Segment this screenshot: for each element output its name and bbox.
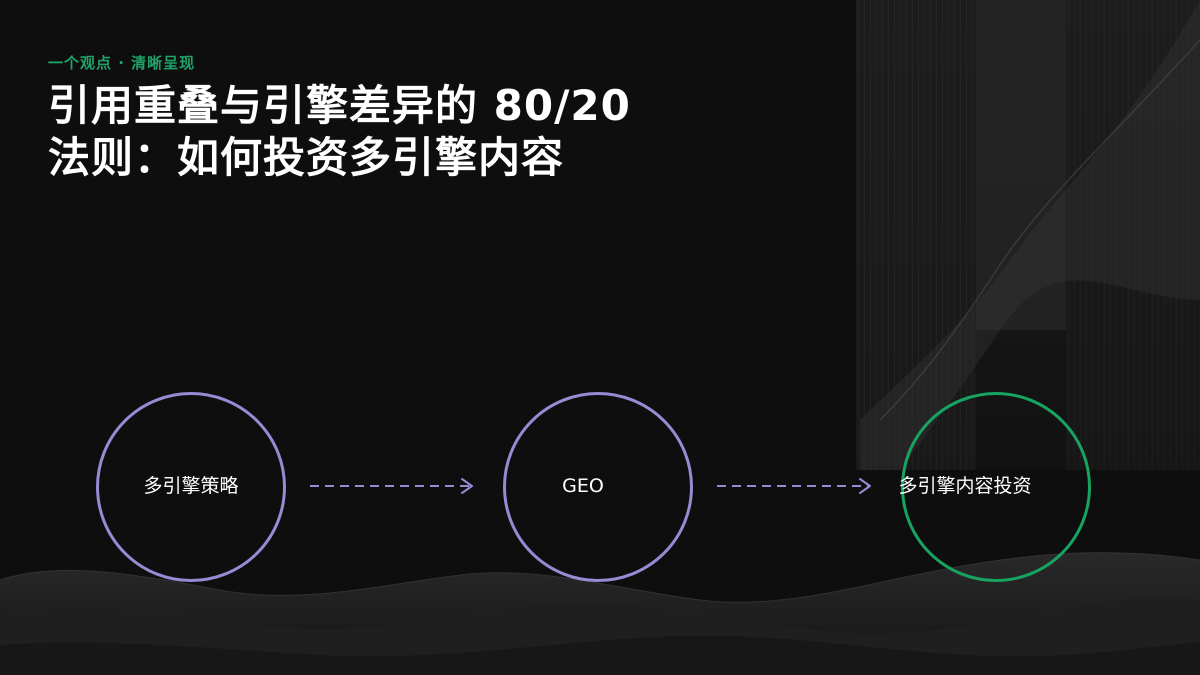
title-line-2: 法则：如何投资多引擎内容 [48, 133, 565, 182]
arrow-2 [717, 478, 871, 494]
node-circle-multi-engine-strategy [96, 392, 286, 582]
node-circle-geo [503, 392, 693, 582]
node-circle-multi-engine-content-investment [901, 392, 1091, 582]
page-title: 引用重叠与引擎差异的 80/20 法则：如何投资多引擎内容 [48, 80, 768, 184]
kicker-label: 一个观点 · 清晰呈现 [48, 54, 196, 72]
node-label-multi-engine-strategy: 多引擎策略 [143, 475, 239, 497]
title-line-1: 引用重叠与引擎差异的 80/20 [48, 81, 631, 130]
node-label-geo: GEO [562, 475, 604, 497]
node-label-multi-engine-content-investment: 多引擎内容投资 [898, 475, 1032, 497]
arrow-1 [310, 478, 473, 494]
